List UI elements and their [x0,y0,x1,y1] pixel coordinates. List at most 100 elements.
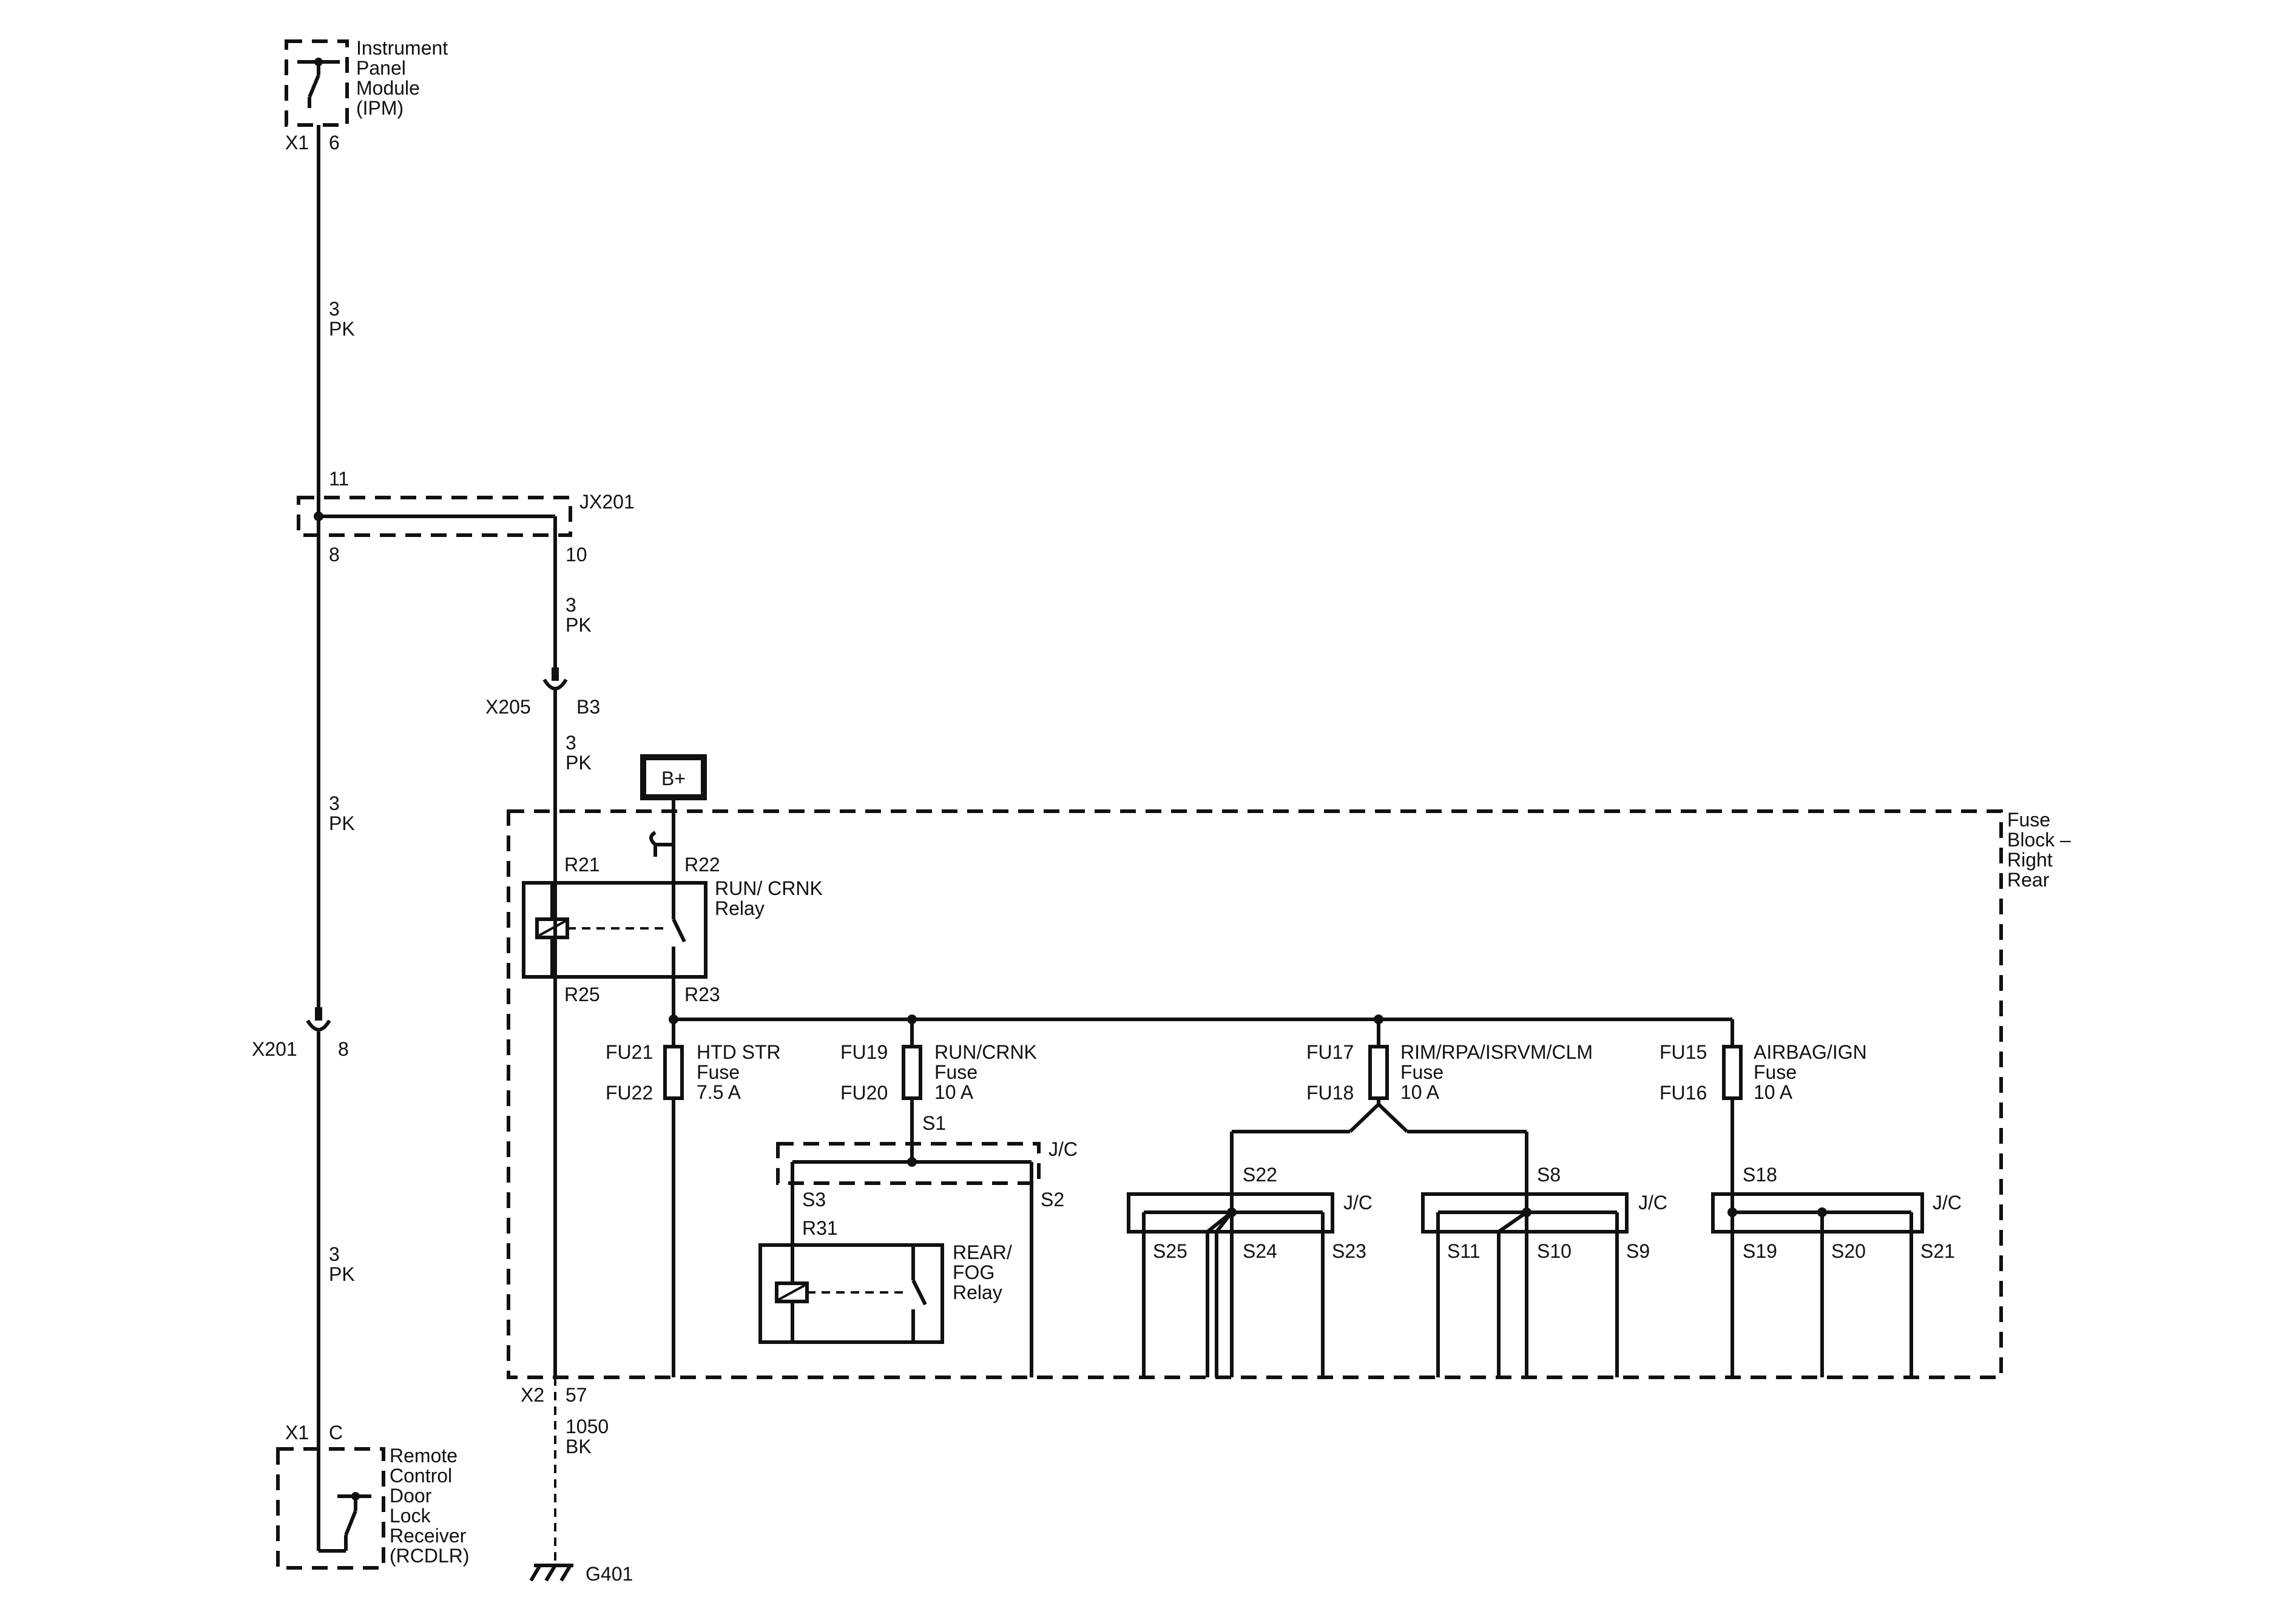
jc1-s-left: S3 [802,1189,826,1210]
jc3-out-2: S10 [1537,1240,1572,1262]
fuse-1-label-2: Fuse [697,1061,740,1083]
rear-fog-label-1: REAR/ [953,1241,1012,1263]
jc1-s-right: S2 [1041,1189,1064,1210]
wire-jx-x201-gauge: 3 [329,792,340,814]
battery-label: B+ [661,768,686,789]
fuse-block-label-4: Rear [2007,869,2050,891]
jc4-out-2: S20 [1831,1240,1866,1262]
jc2-s-in: S22 [1243,1164,1277,1186]
ipm-label-3: Module [356,77,420,99]
rear-fog-relay: R31 REAR/ FOG Relay [758,1217,1012,1344]
fuse-block-label-2: Block – [2007,829,2071,851]
jc1-s-in: S1 [922,1112,946,1134]
rcdlr-label-6: (RCDLR) [390,1545,470,1567]
wire-label-color: PK [329,318,355,340]
fuse-rim-rpa: FU17 FU18 RIM/RPA/ISRVM/CLM Fuse 10 A [1230,1019,1593,1212]
jc3-out-3: S9 [1626,1240,1650,1262]
junction-3: S8 J/C S11 S10 S9 [1421,1164,1667,1377]
fuse-block: Fuse Block – Right Rear [507,809,2071,1379]
junction-1: S1 J/C S3 S2 [776,1112,1078,1377]
fuse-3-bottom: FU18 [1306,1082,1354,1104]
ipm-switch-icon [297,58,340,108]
wire-x201-color: PK [329,1263,355,1285]
x2-name: X2 [521,1384,544,1406]
fuse-htd-str: FU21 FU22 HTD STR Fuse 7.5 A [606,1019,781,1377]
fuse-2-label-2: Fuse [934,1061,977,1083]
x201-connector: X201 8 [252,1007,349,1060]
relay-label-1: RUN/ CRNK [715,877,823,899]
jc4-label: J/C [1933,1192,1962,1214]
fuse-block-label-1: Fuse [2007,809,2050,831]
ipm-pin: 6 [329,132,340,154]
jx201-pin-in: 11 [329,468,349,490]
junction-2: S22 J/C S25 S24 S23 [1127,1164,1373,1377]
wire-x201-gauge: 3 [329,1243,340,1265]
fuse-3-top: FU17 [1306,1041,1354,1063]
relay-pin-r25: R25 [564,984,600,1005]
ground-wire-color: BK [566,1436,592,1457]
jc3-s-in: S8 [1537,1164,1561,1186]
ipm-label-4: (IPM) [356,97,403,119]
rcdlr-label-2: Control [390,1465,452,1487]
ground-wire-gauge: 1050 [566,1416,609,1437]
jc4-out-1: S19 [1743,1240,1777,1262]
fuse-1-label-1: HTD STR [697,1041,781,1063]
fuse-3-label-2: Fuse [1400,1061,1443,1083]
x205-connector: X205 B3 [485,667,600,1377]
rear-fog-label-3: Relay [953,1281,1002,1303]
ground-label: G401 [586,1563,633,1585]
fuse-2-label-1: RUN/CRNK [934,1041,1037,1063]
run-crnk-relay: R21 R22 RUN/ CRNK Relay R25 R23 [522,831,823,1019]
rcdlr-connector: X1 [285,1422,309,1443]
ipm-module: Instrument Panel Module (IPM) X1 6 [285,37,448,154]
fuse-4-top: FU15 [1660,1041,1707,1063]
wire-jx-x201-color: PK [329,812,355,834]
rcdlr-label-5: Receiver [390,1525,467,1547]
relay-label-2: Relay [715,897,765,919]
rcdlr-label-1: Remote [390,1445,458,1467]
wire-x205-color: PK [566,752,592,774]
rear-fog-label-2: FOG [953,1261,994,1283]
ground-icon [529,1564,573,1582]
fuse-4-label-2: Fuse [1754,1061,1797,1083]
jc2-out-2: S24 [1243,1240,1277,1262]
wire-jx-x205-color: PK [566,614,592,636]
fuse-3-label-1: RIM/RPA/ISRVM/CLM [1400,1041,1593,1063]
fuse-block-label-3: Right [2007,849,2053,871]
wire-label-gauge: 3 [329,298,340,320]
junction-4: S18 J/C S19 S20 S21 [1711,1164,1962,1377]
jc3-out-1: S11 [1447,1240,1481,1262]
jx201-connector: 11 JX201 8 10 [297,468,635,667]
fuse-2-top: FU19 [840,1041,888,1063]
x2-pin: 57 [566,1384,587,1406]
wire-x205-gauge: 3 [566,732,576,754]
jc3-label: J/C [1638,1192,1667,1214]
rcdlr-switch-icon [319,1492,371,1553]
relay-pin-r21: R21 [564,854,600,876]
fuse-4-label-1: AIRBAG/IGN [1754,1041,1867,1063]
x2-connector: X2 57 [521,1384,587,1406]
fuse-2-label-3: 10 A [934,1081,974,1103]
jc2-out-3: S23 [1332,1240,1366,1262]
rear-fog-pin: R31 [802,1217,838,1239]
battery-positive: B+ [640,754,707,845]
jx201-name: JX201 [579,491,635,513]
jx201-pin-left: 8 [329,544,340,565]
fuse-airbag-ign: FU15 FU16 AIRBAG/IGN Fuse 10 A [1660,1019,1867,1212]
fuse-1-label-3: 7.5 A [697,1081,741,1103]
x201-pin: 8 [338,1038,349,1060]
jc2-label: J/C [1343,1192,1373,1214]
rcdlr-pin: C [329,1422,343,1443]
fuse-4-bottom: FU16 [1660,1082,1707,1104]
ipm-connector: X1 [285,132,309,154]
ipm-label-1: Instrument [356,37,448,59]
fuse-3-label-3: 10 A [1400,1081,1440,1103]
x201-name: X201 [252,1038,297,1060]
rcdlr-label-3: Door [390,1485,432,1507]
fuse-1-bottom: FU22 [606,1082,653,1104]
rcdlr-module: X1 C Remote Control Door Lock Receiver (… [276,1422,470,1570]
fuse-2-bottom: FU20 [840,1082,888,1104]
relay-pin-r22: R22 [684,854,720,876]
jc4-out-3: S21 [1920,1240,1955,1262]
